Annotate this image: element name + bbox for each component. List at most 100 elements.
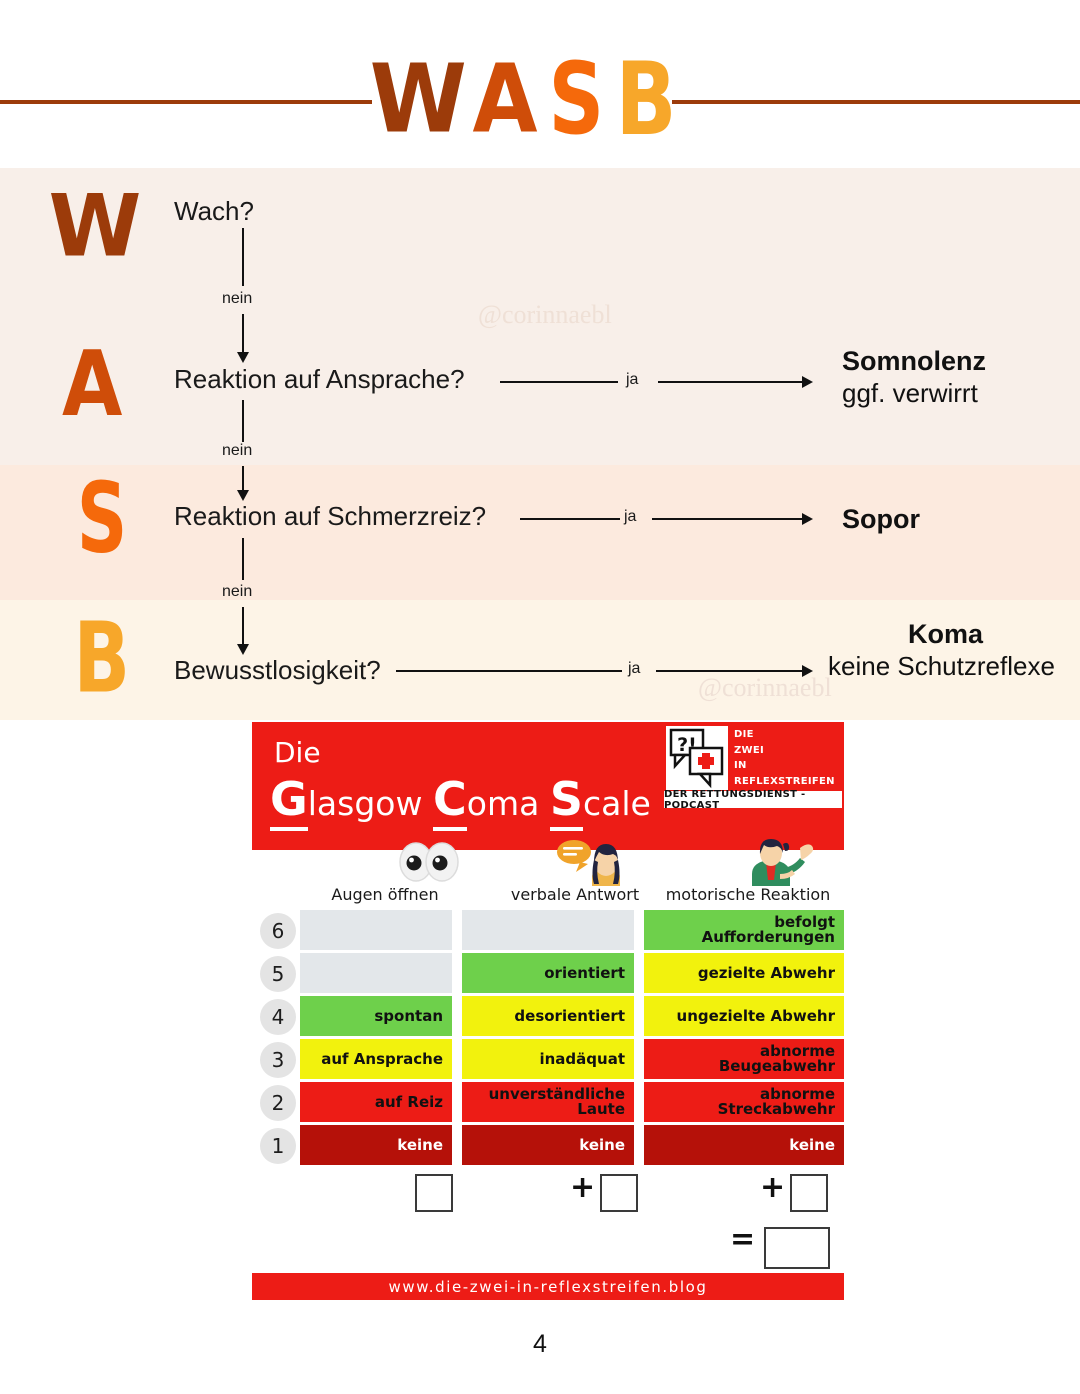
label-ja-1: ja bbox=[626, 371, 639, 388]
cell-verbal-4: desorientiert bbox=[462, 996, 634, 1036]
cell-motor-4: ungezielte Abwehr bbox=[644, 996, 844, 1036]
equals-operator: = bbox=[730, 1222, 756, 1257]
column-header-verbal: verbale Antwort bbox=[510, 885, 640, 904]
score-badge-4: 4 bbox=[260, 999, 296, 1035]
arrowhead-right-2 bbox=[802, 513, 813, 525]
gcs-rest-glasgow: lasgow bbox=[307, 784, 423, 823]
ja-line-1-right bbox=[658, 381, 804, 383]
connector-line-2-bottom bbox=[242, 466, 244, 492]
column-header-augen: Augen öffnen bbox=[331, 885, 439, 904]
glasgow-coma-scale-card: Die Glasgow Coma Scale ?! DIE ZWEI IN bbox=[252, 722, 844, 1300]
wasb-flowchart: W A S B Wach? Reaktion auf Ansprache? Re… bbox=[0, 168, 1080, 720]
wasb-letter-a: A bbox=[472, 44, 540, 154]
ja-line-2-right bbox=[652, 518, 804, 520]
arrowhead-down-2 bbox=[237, 490, 249, 501]
question-ansprache: Reaktion auf Ansprache? bbox=[174, 364, 465, 394]
wasb-letter-b: B bbox=[615, 40, 679, 158]
score-badge-2: 2 bbox=[260, 1085, 296, 1121]
cell-eyes-3: auf Ansprache bbox=[300, 1039, 452, 1079]
result-koma-subtitle: keine Schutzreflexe bbox=[828, 651, 1055, 681]
result-sopor-title: Sopor bbox=[842, 504, 920, 534]
page-number: 4 bbox=[533, 1330, 547, 1358]
podcast-logo: ?! DIE ZWEI IN REFLEXSTREIFEN DER RETTUN… bbox=[662, 726, 844, 811]
score-badge-1: 1 bbox=[260, 1128, 296, 1164]
gcs-cap-s: S bbox=[549, 772, 583, 831]
plus-operator-1: + bbox=[570, 1170, 596, 1205]
watermark-top: @corinnaebl bbox=[478, 300, 612, 329]
ja-line-3-right bbox=[656, 670, 804, 672]
cell-eyes-2: auf Reiz bbox=[300, 1082, 452, 1122]
eyes-icon bbox=[390, 838, 468, 887]
podcast-word-3: IN bbox=[734, 760, 747, 771]
gcs-sum-area: + + = bbox=[252, 1170, 844, 1269]
label-nein-2: nein bbox=[222, 442, 253, 459]
arrowhead-down-3 bbox=[237, 644, 249, 655]
watermark-bottom: @corinnaebl bbox=[698, 673, 832, 702]
result-somnolenz-title: Somnolenz bbox=[842, 346, 987, 376]
table-row: 1 keine keine keine bbox=[252, 1125, 844, 1167]
cell-eyes-4: spontan bbox=[300, 996, 452, 1036]
label-ja-3: ja bbox=[628, 660, 641, 677]
sum-box-motor[interactable] bbox=[790, 1174, 828, 1212]
score-badge-3: 3 bbox=[260, 1042, 296, 1078]
wasb-letter-w: W bbox=[369, 44, 469, 154]
flow-letter-a: A bbox=[62, 333, 123, 437]
cell-verbal-5: orientiert bbox=[462, 953, 634, 993]
plus-operator-2: + bbox=[760, 1170, 786, 1205]
cell-eyes-6 bbox=[300, 910, 452, 950]
score-badge-5: 5 bbox=[260, 956, 296, 992]
arrowhead-down-1 bbox=[237, 352, 249, 363]
podcast-word-2: ZWEI bbox=[734, 744, 765, 756]
cell-verbal-1: keine bbox=[462, 1125, 634, 1165]
sum-box-verbal[interactable] bbox=[600, 1174, 638, 1212]
result-somnolenz-subtitle: ggf. verwirrt bbox=[842, 378, 978, 408]
gcs-footer-url[interactable]: www.die-zwei-in-reflexstreifen.blog bbox=[252, 1273, 844, 1300]
arrowhead-right-1 bbox=[802, 376, 813, 388]
flow-letter-s: S bbox=[76, 462, 128, 576]
wasb-letter-s: S bbox=[548, 41, 606, 157]
arrowhead-right-3 bbox=[802, 665, 813, 677]
person-speaking-icon bbox=[550, 838, 630, 891]
flow-band-1 bbox=[0, 168, 1080, 465]
flow-band-2 bbox=[0, 465, 1080, 600]
wasb-logo: W A S B bbox=[366, 44, 686, 154]
connector-line-3-top bbox=[242, 538, 244, 580]
podcast-logo-icon: ?! bbox=[666, 726, 728, 790]
header-rule-left bbox=[0, 100, 372, 104]
sum-box-total[interactable] bbox=[764, 1227, 830, 1269]
gcs-card-title: Glasgow Coma Scale bbox=[270, 772, 651, 831]
column-header-motorisch: motorische Reaktion bbox=[665, 885, 831, 904]
gcs-rest-coma: oma bbox=[466, 784, 540, 823]
podcast-word-4: REFLEXSTREIFEN bbox=[734, 775, 835, 787]
gcs-pre-word: Die bbox=[274, 736, 321, 769]
cell-eyes-1: keine bbox=[300, 1125, 452, 1165]
label-ja-2: ja bbox=[624, 508, 637, 525]
ja-line-2-left bbox=[520, 518, 620, 520]
table-row: 4 spontan desorientiert ungezielte Abweh… bbox=[252, 996, 844, 1038]
connector-line-1-top bbox=[242, 228, 244, 286]
cell-verbal-6 bbox=[462, 910, 634, 950]
cell-eyes-5 bbox=[300, 953, 452, 993]
cell-motor-5: gezielte Abwehr bbox=[644, 953, 844, 993]
question-schmerzreiz: Reaktion auf Schmerzreiz? bbox=[174, 501, 487, 531]
gcs-rest-scale: cale bbox=[582, 784, 651, 823]
podcast-word-1: DIE bbox=[734, 729, 754, 740]
sum-box-eyes[interactable] bbox=[415, 1174, 453, 1212]
score-badge-6: 6 bbox=[260, 913, 296, 949]
ja-line-3-left bbox=[396, 670, 622, 672]
label-nein-1: nein bbox=[222, 290, 253, 307]
label-nein-3: nein bbox=[222, 583, 253, 600]
ja-line-1-left bbox=[500, 381, 618, 383]
gcs-cap-g: G bbox=[270, 772, 308, 831]
question-wach: Wach? bbox=[174, 196, 254, 226]
podcast-logo-words: DIE ZWEI IN REFLEXSTREIFEN bbox=[734, 727, 842, 789]
page-header: W A S B bbox=[0, 0, 1080, 168]
